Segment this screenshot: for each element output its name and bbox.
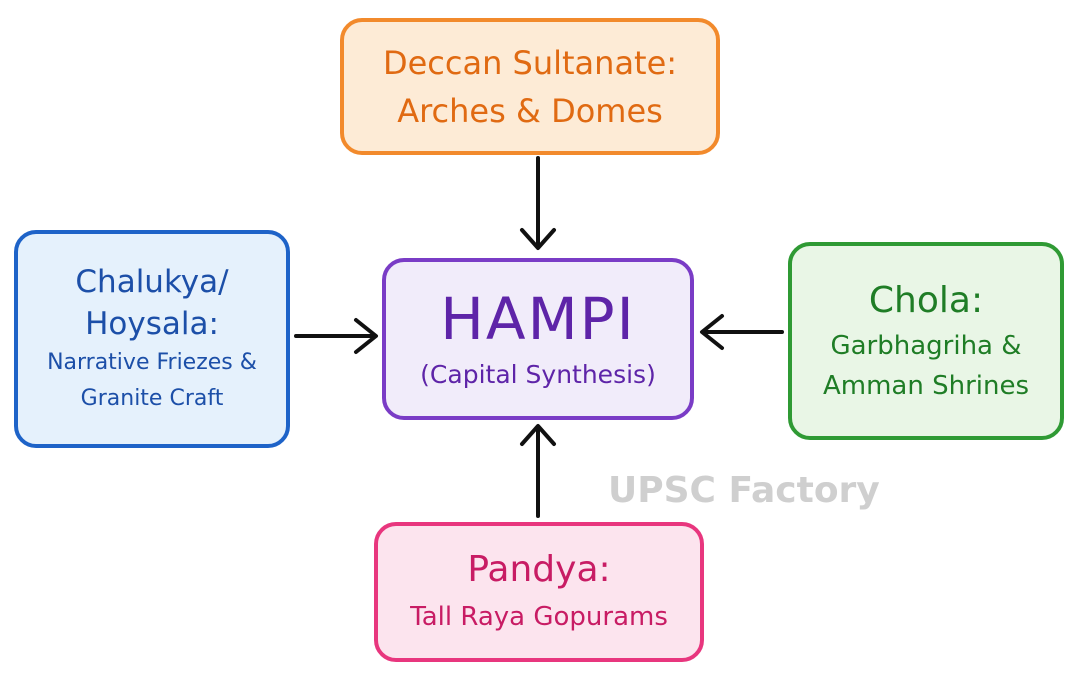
pandya-node: Pandya: Tall Raya Gopurams <box>374 522 704 662</box>
arrow-top-to-center <box>520 156 556 250</box>
deccan-sultanate-node: Deccan Sultanate: Arches & Domes <box>340 18 720 155</box>
node-detail: Narrative Friezes & <box>47 350 257 375</box>
node-title: Chalukya/ <box>75 264 229 300</box>
arrow-left-to-center <box>294 318 378 354</box>
node-detail: Amman Shrines <box>822 371 1030 401</box>
node-title: Pandya: <box>467 549 611 590</box>
arrow-right-to-center <box>700 314 784 350</box>
center-subtitle: (Capital Synthesis) <box>420 360 656 389</box>
chola-node: Chola: Garbhagriha & Amman Shrines <box>788 242 1064 440</box>
hampi-center-node: HAMPI (Capital Synthesis) <box>382 258 694 420</box>
chalukya-hoysala-node: Chalukya/ Hoysala: Narrative Friezes & G… <box>14 230 290 448</box>
node-detail: Granite Craft <box>80 386 224 411</box>
watermark-text: UPSC Factory <box>608 470 880 511</box>
node-detail: Garbhagriha & <box>830 331 1022 361</box>
arrow-bottom-to-center <box>520 424 556 518</box>
node-detail: Tall Raya Gopurams <box>410 602 668 632</box>
node-title: Hoysala: <box>85 306 219 342</box>
node-detail: Arches & Domes <box>397 91 663 130</box>
node-title: Deccan Sultanate: <box>382 43 678 82</box>
node-title: Chola: <box>868 280 984 321</box>
center-title: HAMPI <box>440 285 636 353</box>
